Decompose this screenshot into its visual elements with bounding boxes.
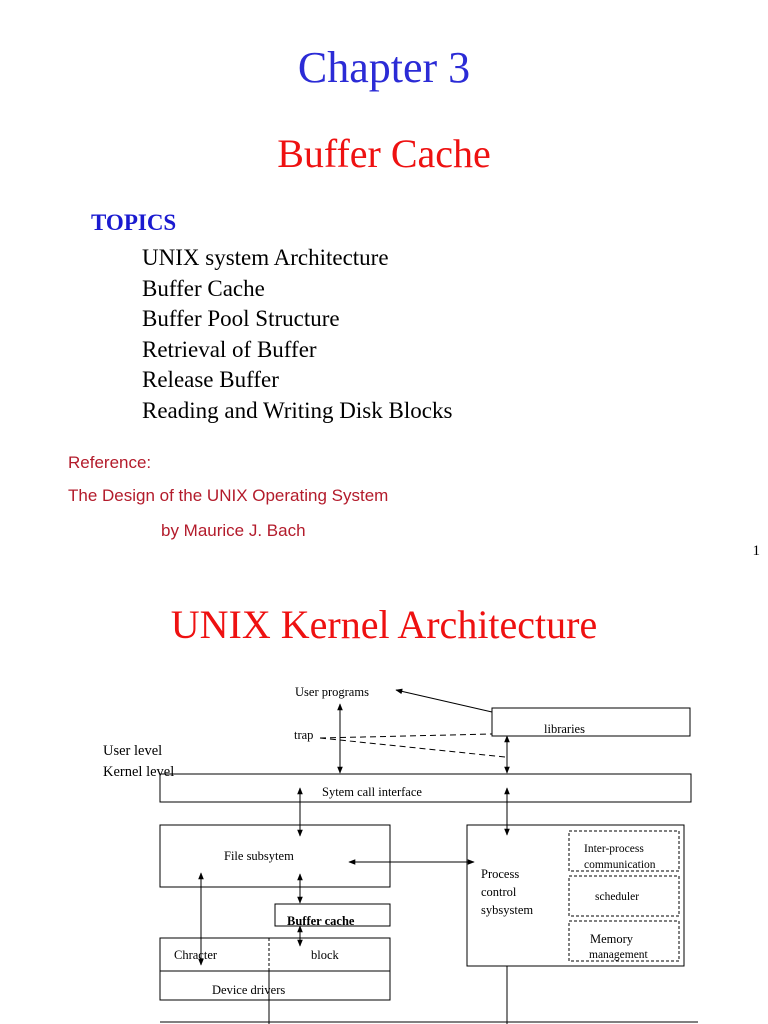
kernel-level-label: Kernel level <box>103 764 174 780</box>
trap-dashed-line-2 <box>319 733 493 739</box>
chapter-subtitle: Buffer Cache <box>277 131 491 176</box>
topics-list: UNIX system Architecture Buffer Cache Bu… <box>142 243 452 427</box>
page-number: 1 <box>752 543 761 559</box>
ipc-label-2: communication <box>584 859 656 871</box>
scheduler-label: scheduler <box>595 891 639 903</box>
topic-item: Retrieval of Buffer <box>142 336 317 362</box>
file-subsystem-box <box>159 824 391 888</box>
user-level-label: User level <box>103 743 162 759</box>
topic-item: Reading and Writing Disk Blocks <box>142 397 453 423</box>
chapter-title: Chapter 3 <box>297 43 471 92</box>
topic-item: UNIX system Architecture <box>142 245 389 270</box>
process-control-label-2: control <box>481 885 517 899</box>
libraries-label: libraries <box>544 722 585 736</box>
topics-heading: TOPICS <box>91 210 177 235</box>
character-label: Chracter <box>174 948 218 962</box>
file-subsystem-label: File subsytem <box>224 849 294 863</box>
reference-label: Reference: <box>68 453 152 472</box>
user-programs-label: User programs <box>295 685 369 699</box>
buffer-cache-label: Buffer cache <box>287 914 355 928</box>
memory-management-label-2: management <box>589 949 649 961</box>
slide-title: UNIX Kernel Architecture <box>170 602 598 647</box>
user-programs-libraries-arrow <box>395 688 493 713</box>
reference-title: The Design of the UNIX Operating System <box>68 486 389 505</box>
topic-item: Buffer Cache <box>142 275 265 301</box>
system-call-interface-box <box>159 773 692 803</box>
process-control-label-3: sybsystem <box>481 903 533 917</box>
reference-author: by Maurice J. Bach <box>161 521 306 540</box>
ipc-box <box>568 830 680 872</box>
process-control-box <box>466 824 685 967</box>
device-drivers-label: Device drivers <box>212 983 285 997</box>
trap-label: trap <box>294 728 313 742</box>
libraries-box <box>491 707 691 737</box>
system-call-interface-label: Sytem call interface <box>322 785 422 799</box>
device-drivers-box <box>159 970 391 1001</box>
block-label: block <box>311 948 340 962</box>
scheduler-box <box>568 875 680 917</box>
ipc-label-1: Inter-process <box>584 843 644 855</box>
process-control-label-1: Process <box>481 867 519 881</box>
memory-management-box <box>568 920 680 962</box>
trap-dashed-line <box>319 737 506 758</box>
kernel-architecture-diagram: User programs libraries trap User level … <box>103 685 698 1024</box>
buffer-cache-box <box>274 903 391 927</box>
topic-item: Buffer Pool Structure <box>142 306 340 332</box>
memory-management-label-1: Memory <box>590 932 634 946</box>
topic-item: Release Buffer <box>142 367 279 393</box>
